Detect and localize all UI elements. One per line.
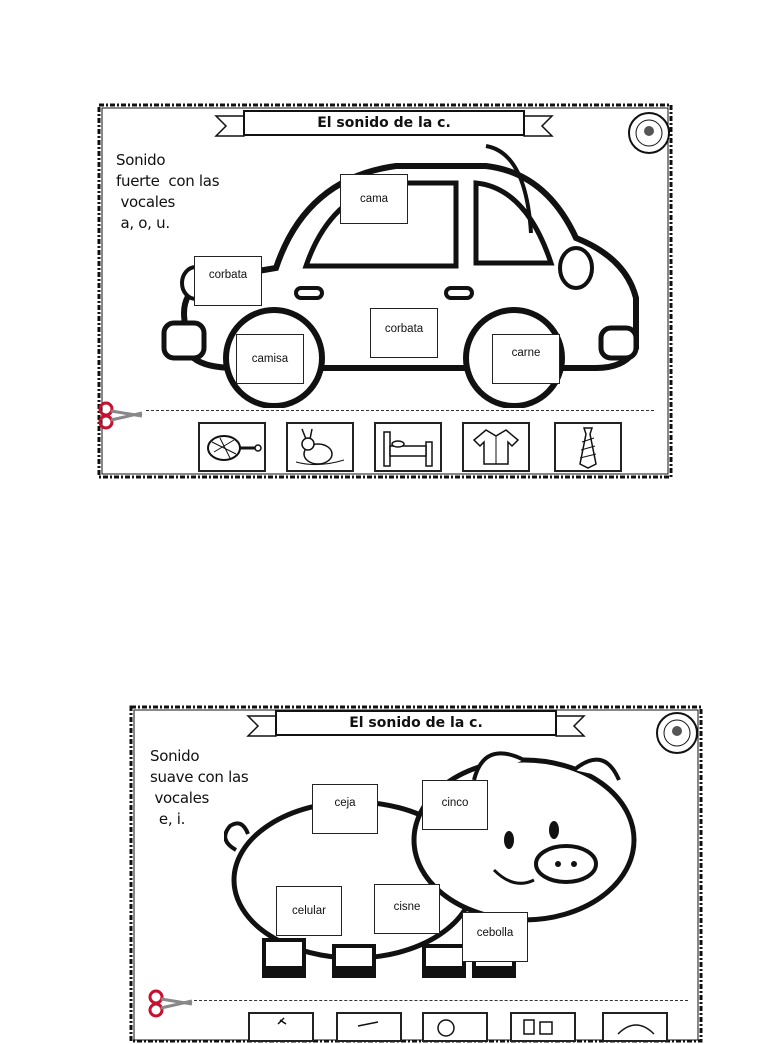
school-seal-icon <box>628 112 670 154</box>
word-box-corbata-center[interactable]: corbata <box>370 308 438 358</box>
rabbit-icon <box>295 428 345 466</box>
word-box-camisa[interactable]: camisa <box>236 334 304 384</box>
partial-picture-icon <box>437 1019 455 1037</box>
title-banner <box>214 110 554 137</box>
scissors-icon <box>148 989 193 1018</box>
partial-picture-icon <box>277 1017 287 1025</box>
word-box-cebolla[interactable]: cebolla <box>462 912 528 962</box>
partial-picture-icon <box>357 1021 379 1027</box>
picture-partial-1[interactable] <box>248 1012 314 1042</box>
word-box-carne[interactable]: carne <box>492 334 560 384</box>
decorative-border <box>97 103 673 479</box>
tie-icon <box>579 427 597 469</box>
shirt-icon <box>472 429 520 465</box>
word-box-cama[interactable]: cama <box>340 174 408 224</box>
worksheet-card-soft-c: El sonido de la c. Sonido suave con las … <box>128 704 704 1043</box>
cut-line <box>194 1000 688 1001</box>
word-box-cisne[interactable]: cisne <box>374 884 440 934</box>
card-title: El sonido de la c. <box>349 715 483 731</box>
partial-picture-icon <box>523 1019 553 1035</box>
picture-bed[interactable] <box>374 422 442 472</box>
school-seal-icon <box>656 712 698 754</box>
title-banner <box>246 710 586 737</box>
word-box-celular[interactable]: celular <box>276 886 342 936</box>
picture-partial-2[interactable] <box>336 1012 402 1042</box>
picture-tie[interactable] <box>554 422 622 472</box>
partial-picture-icon <box>617 1024 655 1035</box>
word-box-ceja[interactable]: ceja <box>312 784 378 834</box>
cut-line <box>146 410 654 411</box>
picture-shirt[interactable] <box>462 422 530 472</box>
picture-rabbit[interactable] <box>286 422 354 472</box>
scissors-icon <box>98 401 143 430</box>
instruction-text: Sonido fuerte con las vocales a, o, u. <box>116 151 220 232</box>
worksheet-card-hard-c: El sonido de la c. Sonido fuerte con las… <box>96 102 674 480</box>
word-box-corbata-left[interactable]: corbata <box>194 256 262 306</box>
ham-icon <box>207 435 262 461</box>
pig-illustration <box>224 751 637 978</box>
picture-partial-4[interactable] <box>510 1012 576 1042</box>
instruction-text: Sonido suave con las vocales e, i. <box>150 747 249 828</box>
word-box-cinco[interactable]: cinco <box>422 780 488 830</box>
picture-partial-3[interactable] <box>422 1012 488 1042</box>
picture-ham[interactable] <box>198 422 266 472</box>
bed-icon <box>383 431 433 467</box>
picture-partial-5[interactable] <box>602 1012 668 1042</box>
card-title: El sonido de la c. <box>317 115 451 131</box>
